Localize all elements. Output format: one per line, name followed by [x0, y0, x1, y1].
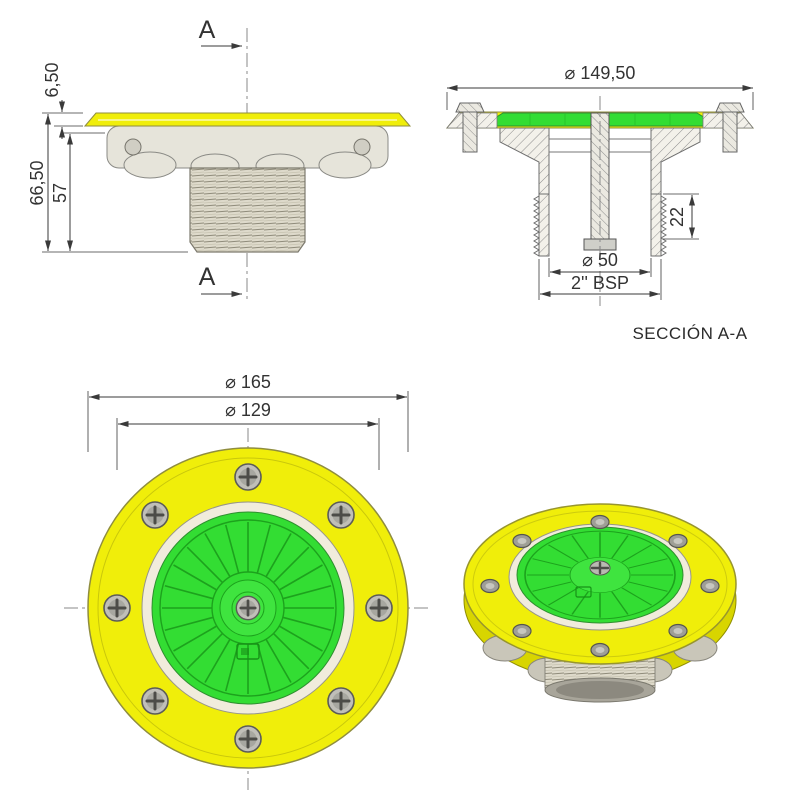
body-lobe	[318, 151, 372, 179]
flange-screw	[364, 593, 394, 623]
thread-zigzag	[660, 195, 667, 257]
flange-screw	[700, 578, 720, 594]
screw-tip	[353, 138, 371, 156]
screw-tip	[124, 138, 142, 156]
grate-outer-ring	[159, 519, 337, 697]
anchor-screw-head	[455, 102, 485, 113]
grate-outer-ring-3d	[524, 530, 676, 620]
section-view: ⌀ 149,50 22 ⌀ 50 2'' BSP	[445, 63, 755, 343]
center-screw	[234, 594, 262, 622]
flange-screw	[326, 500, 356, 530]
flange-screw	[668, 533, 688, 549]
logo-mark-3d	[575, 586, 592, 598]
pipe-bore	[556, 681, 644, 699]
flange-screw	[140, 500, 170, 530]
flange-screw	[512, 623, 532, 639]
flange-rim-line	[97, 457, 399, 759]
body-wall-section	[650, 127, 701, 195]
anchor-screw-section	[462, 111, 478, 153]
side-view: 66,50 6,50 57 A A	[27, 16, 412, 302]
dim-label-flange-diameter: ⌀ 165	[225, 372, 271, 392]
flange-screw	[512, 533, 532, 549]
section-label-top: A	[199, 16, 216, 44]
anchor-screw-section	[722, 111, 738, 153]
dim-label-flange-thickness: 6,50	[42, 62, 62, 97]
thread-zigzag	[533, 195, 540, 257]
dim-label-bolt-circle: ⌀ 129	[225, 400, 271, 420]
dim-label-total-height: 66,50	[27, 160, 47, 205]
flange-screw	[233, 724, 263, 754]
flange-screw	[480, 578, 500, 594]
dim-label-body-height: 57	[50, 183, 70, 203]
neck-wall-section	[538, 193, 550, 257]
dim-label-thread-spec: 2'' BSP	[571, 273, 629, 293]
dim-label-outer-diameter: ⌀ 149,50	[565, 63, 636, 83]
neck-wall-section	[650, 193, 662, 257]
flange-screw	[326, 686, 356, 716]
flange-screw	[140, 686, 170, 716]
anchor-screw-head	[715, 102, 745, 113]
flange-screw	[668, 623, 688, 639]
dim-label-thread-length: 22	[667, 207, 687, 227]
front-view: ⌀ 165 ⌀ 129	[64, 372, 432, 790]
grate-hub-ring	[231, 591, 265, 625]
body-lobe	[123, 151, 177, 179]
flange-screw	[233, 462, 263, 492]
flange-screw	[590, 642, 610, 658]
body-wall-section	[499, 127, 550, 195]
section-label-bottom: A	[199, 263, 216, 291]
logo-glyph	[241, 648, 249, 655]
dim-label-bore-diameter: ⌀ 50	[582, 250, 618, 270]
flange-screw	[590, 514, 610, 530]
perspective-view	[463, 503, 737, 703]
threaded-pipe	[189, 167, 306, 253]
logo-mark	[236, 643, 260, 660]
flange-screw	[102, 593, 132, 623]
section-caption: SECCIÓN A-A	[632, 324, 747, 343]
